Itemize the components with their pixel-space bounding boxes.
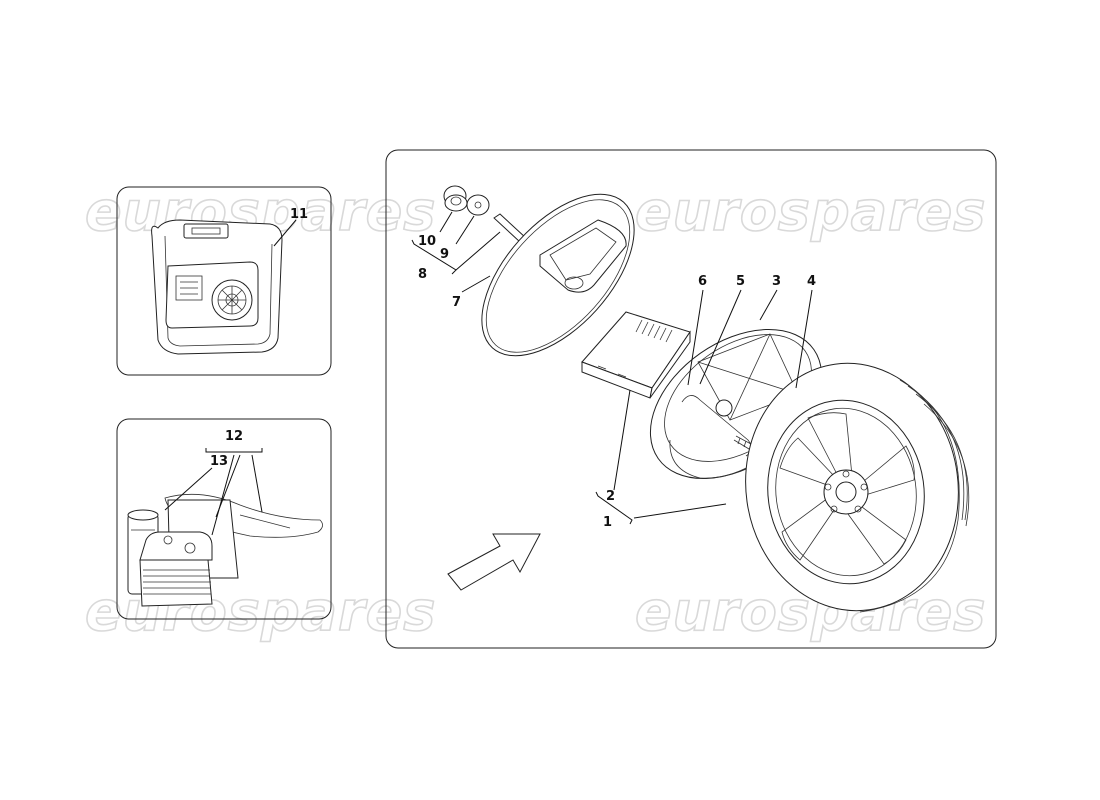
bracket-8 — [411, 239, 457, 275]
leader-12b — [215, 454, 241, 518]
callout-8: 8 — [418, 267, 427, 282]
callout-9: 9 — [440, 247, 449, 262]
wheel-nut — [443, 185, 468, 212]
main-panel-frame — [385, 149, 997, 649]
callout-10: 10 — [418, 234, 436, 249]
leader-1 — [633, 503, 727, 519]
leader-3 — [759, 289, 778, 321]
callout-4: 4 — [807, 274, 816, 289]
arrow-up-right-icon — [447, 533, 541, 591]
callout-2: 2 — [606, 489, 615, 504]
callout-12: 12 — [225, 429, 243, 444]
leader-13 — [164, 467, 213, 511]
leader-7 — [461, 275, 491, 293]
leader-10 — [439, 211, 453, 233]
compressor-kit — [127, 493, 323, 607]
spare-wheel-cover — [481, 193, 635, 357]
bracket-2-1 — [595, 491, 633, 525]
compressor-panel-frame — [116, 418, 332, 620]
watermark-top-right: eurospares — [635, 180, 986, 243]
leader-12c — [251, 454, 263, 513]
callout-13: 13 — [210, 454, 228, 469]
leader-12a — [211, 454, 235, 536]
callout-7: 7 — [452, 295, 461, 310]
callout-11: 11 — [290, 207, 308, 222]
leader-9 — [455, 215, 475, 245]
bracket-12 — [205, 448, 263, 453]
spare-wheel — [745, 362, 970, 613]
leader-8 — [455, 231, 501, 271]
leader-5 — [699, 289, 742, 385]
repair-kit-case — [151, 219, 283, 355]
tool-box — [581, 311, 691, 399]
leader-4 — [795, 289, 813, 389]
washer — [466, 194, 490, 216]
leader-11 — [273, 219, 297, 247]
leader-2 — [613, 389, 631, 491]
case-panel-frame — [116, 186, 332, 376]
callout-6: 6 — [698, 274, 707, 289]
callout-3: 3 — [772, 274, 781, 289]
callout-5: 5 — [736, 274, 745, 289]
leader-6 — [687, 289, 704, 386]
callout-1: 1 — [603, 515, 612, 530]
